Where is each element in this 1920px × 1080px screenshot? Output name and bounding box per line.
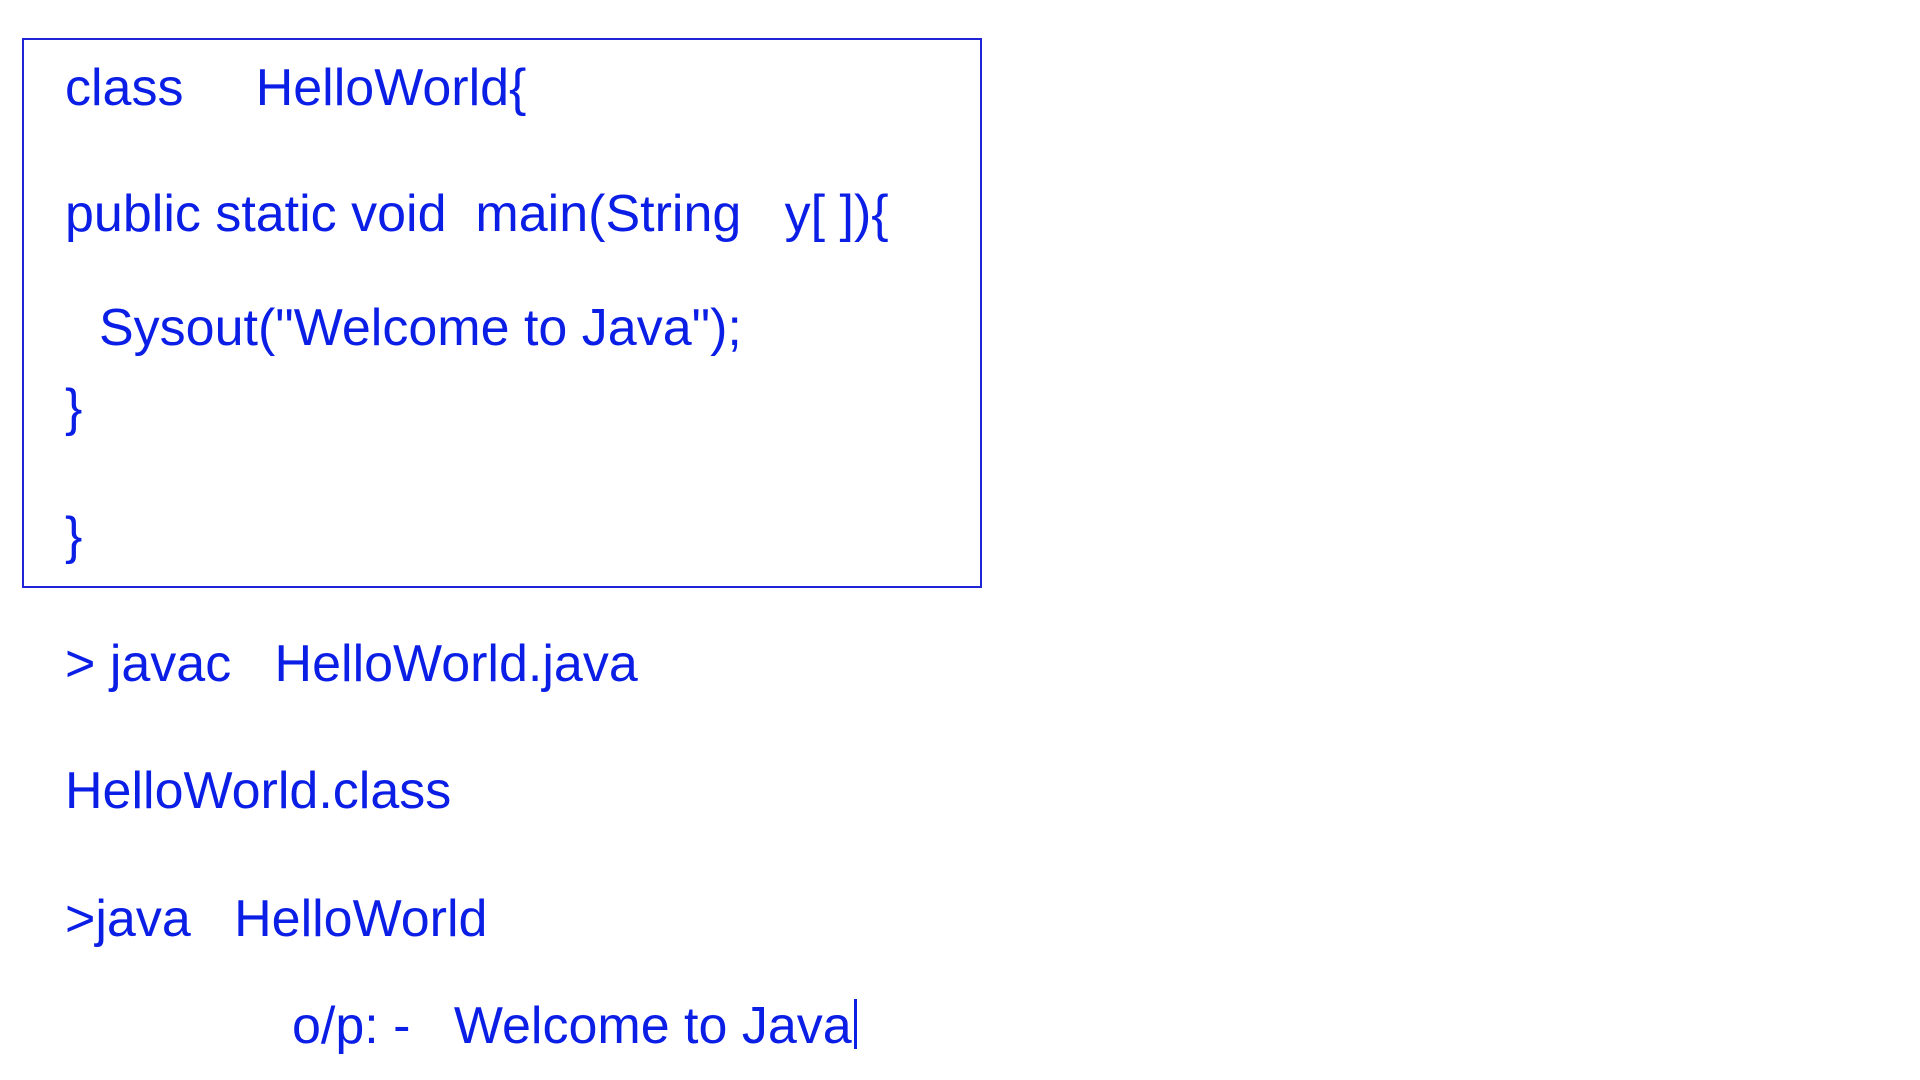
- output-line: o/p: - Welcome to Java: [292, 999, 857, 1052]
- code-line-class-declaration: class HelloWorld{: [65, 59, 527, 117]
- text-cursor: [853, 999, 857, 1049]
- code-box: [22, 38, 982, 588]
- run-command: >java HelloWorld: [65, 890, 488, 948]
- class-file-name: HelloWorld.class: [65, 762, 452, 820]
- compile-command: > javac HelloWorld.java: [65, 635, 638, 693]
- output-text: o/p: - Welcome to Java: [292, 997, 852, 1055]
- code-line-sysout: Sysout("Welcome to Java");: [99, 299, 742, 357]
- code-line-close-class: }: [65, 507, 83, 565]
- code-line-close-method: }: [65, 379, 83, 437]
- code-line-main-method: public static void main(String y[ ]){: [65, 185, 889, 243]
